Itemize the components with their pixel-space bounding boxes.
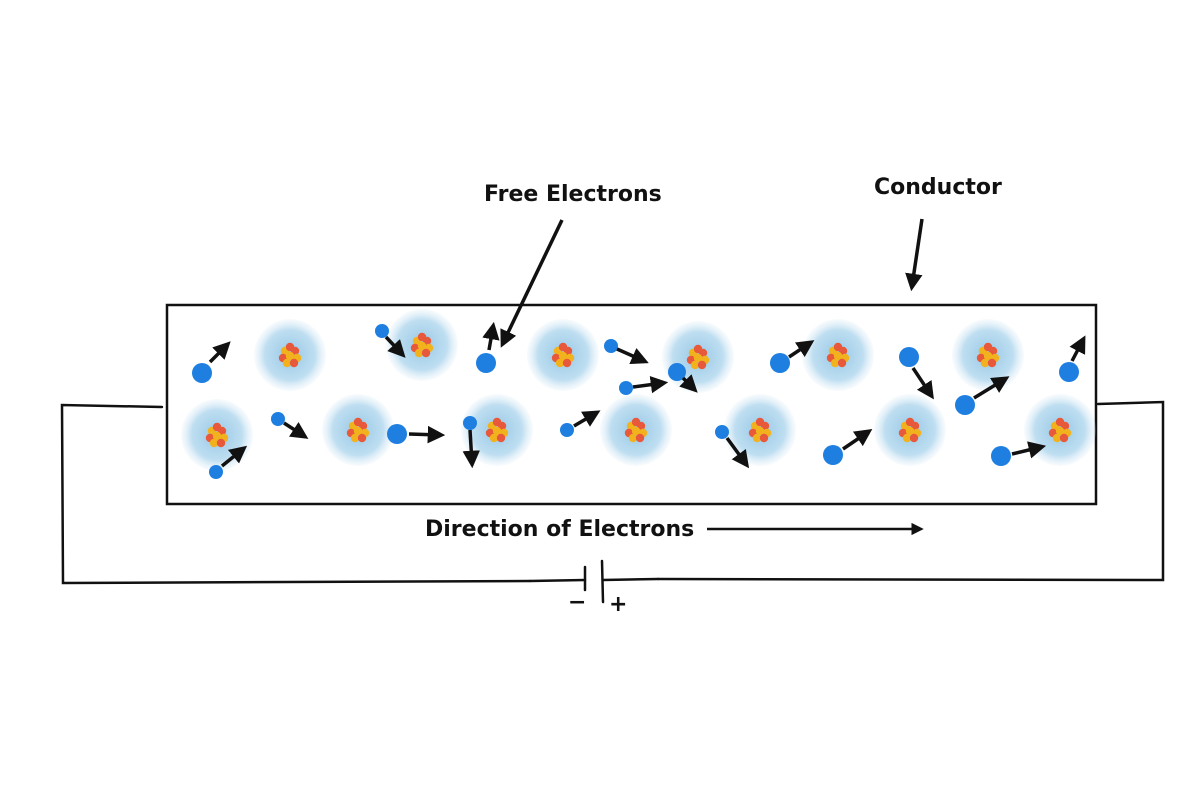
direction-label: Direction of Electrons bbox=[425, 517, 694, 542]
electron-icon bbox=[668, 363, 698, 393]
electron-icon bbox=[715, 425, 750, 469]
conductor-pointer bbox=[905, 218, 924, 292]
atom-icon bbox=[952, 319, 1024, 391]
atom-icon bbox=[802, 319, 874, 391]
atom-icon bbox=[254, 319, 326, 391]
conductor-label: Conductor bbox=[874, 175, 1002, 200]
electron-icon bbox=[209, 445, 248, 479]
electron-icon bbox=[604, 339, 649, 365]
atom-icon bbox=[322, 394, 394, 466]
atoms-bottom-row bbox=[181, 394, 1096, 471]
atom-icon bbox=[724, 394, 796, 466]
electron-icon bbox=[955, 376, 1010, 415]
atom-icon bbox=[181, 399, 253, 471]
electron-icon bbox=[387, 424, 446, 444]
atom-icon bbox=[1024, 394, 1096, 466]
free-electrons bbox=[192, 321, 1086, 479]
atom-icon bbox=[600, 394, 672, 466]
battery-plus-label: + bbox=[609, 592, 627, 617]
circuit-wire bbox=[60, 400, 1165, 585]
electron-icon bbox=[375, 324, 406, 358]
free-electrons-label: Free Electrons bbox=[484, 182, 662, 207]
electron-icon bbox=[476, 321, 500, 373]
battery-minus-label: − bbox=[568, 590, 586, 615]
electron-icon bbox=[1059, 335, 1086, 382]
atom-icon bbox=[386, 309, 458, 381]
atom-icon bbox=[527, 319, 599, 391]
electron-icon bbox=[770, 340, 815, 373]
electron-icon bbox=[462, 416, 480, 469]
electron-icon bbox=[192, 341, 231, 383]
electron-icon bbox=[271, 412, 309, 439]
battery-icon bbox=[528, 559, 660, 604]
electron-icon bbox=[619, 375, 669, 395]
electron-icon bbox=[823, 429, 873, 465]
electron-icon bbox=[560, 410, 601, 437]
atom-icon bbox=[874, 394, 946, 466]
atom-icon bbox=[662, 321, 734, 393]
atom-icon bbox=[461, 394, 533, 466]
electron-icon bbox=[991, 441, 1047, 466]
free-electrons-pointer bbox=[500, 219, 564, 348]
electron-icon bbox=[899, 347, 934, 400]
